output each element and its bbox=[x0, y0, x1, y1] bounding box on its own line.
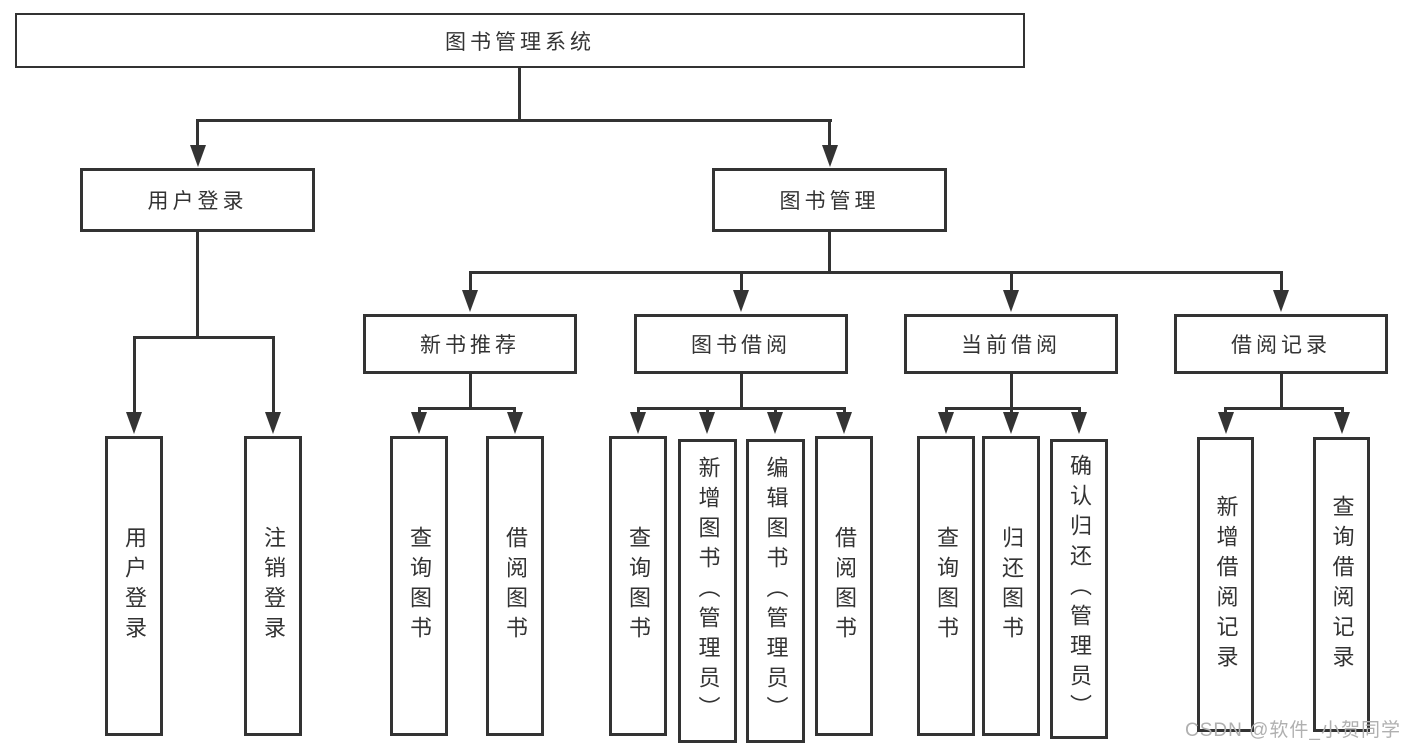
node-current-borrow: 当前借阅 bbox=[904, 314, 1118, 374]
arrowhead-g4-leaf-2 bbox=[1003, 412, 1019, 434]
node-book-management: 图书管理 bbox=[712, 168, 947, 232]
connector-l3-shaft-4 bbox=[1280, 271, 1283, 292]
arrowhead-g3-leaf-1 bbox=[630, 412, 646, 434]
connector-level1-horizontal bbox=[196, 119, 832, 122]
arrowhead-g3-leaf-4 bbox=[836, 412, 852, 434]
leaf-logout: 注销登录 bbox=[244, 436, 302, 736]
leaf-query-books-2: 查询图书 bbox=[609, 436, 667, 736]
connector-current-borrow-stem bbox=[1010, 374, 1013, 409]
connector-root-stem bbox=[518, 68, 521, 120]
connector-g4-shaft-3 bbox=[1078, 407, 1081, 415]
arrowhead-leaf-logout bbox=[265, 412, 281, 434]
arrowhead-g3-leaf-3 bbox=[767, 412, 783, 434]
connector-g2-shaft-2 bbox=[513, 407, 516, 415]
connector-user-login-shaft bbox=[196, 119, 199, 147]
arrowhead-g4-leaf-3 bbox=[1071, 412, 1087, 434]
connector-group1-shaft-1 bbox=[133, 336, 136, 414]
arrowhead-book-borrow bbox=[733, 290, 749, 312]
arrowhead-user-login bbox=[190, 145, 206, 167]
connector-g3-shaft-4 bbox=[843, 407, 846, 415]
connector-g4-shaft-1 bbox=[945, 407, 948, 415]
node-user-login: 用户登录 bbox=[80, 168, 315, 232]
connector-g5-shaft-2 bbox=[1341, 407, 1344, 415]
arrowhead-leaf-user-login bbox=[126, 412, 142, 434]
arrowhead-current-borrow bbox=[1003, 290, 1019, 312]
connector-book-borrow-stem bbox=[740, 374, 743, 409]
arrowhead-new-book-recommend bbox=[462, 290, 478, 312]
connector-l3-shaft-1 bbox=[469, 271, 472, 292]
connector-l3-shaft-2 bbox=[740, 271, 743, 292]
arrowhead-g5-leaf-2 bbox=[1334, 412, 1350, 434]
connector-g4-shaft-2 bbox=[1010, 407, 1013, 415]
leaf-borrow-books-1: 借阅图书 bbox=[486, 436, 544, 736]
leaf-query-books-3: 查询图书 bbox=[917, 436, 975, 736]
node-root: 图书管理系统 bbox=[15, 13, 1025, 68]
arrowhead-borrow-records bbox=[1273, 290, 1289, 312]
leaf-add-book-admin: 新增图书（管理员） bbox=[678, 439, 737, 743]
connector-new-book-stem bbox=[469, 374, 472, 409]
watermark: CSDN @软件_小贺同学 bbox=[1185, 720, 1401, 741]
arrowhead-book-mgmt bbox=[822, 145, 838, 167]
connector-group1-horizontal bbox=[133, 336, 275, 339]
connector-group5-horizontal bbox=[1224, 407, 1343, 410]
connector-l3-shaft-3 bbox=[1010, 271, 1013, 292]
node-book-borrow: 图书借阅 bbox=[634, 314, 848, 374]
leaf-confirm-return-admin: 确认归还（管理员） bbox=[1050, 439, 1108, 739]
leaf-add-borrow-record: 新增借阅记录 bbox=[1197, 437, 1254, 732]
connector-book-mgmt-shaft bbox=[828, 119, 831, 147]
arrowhead-g2-leaf-2 bbox=[507, 412, 523, 434]
connector-g3-shaft-3 bbox=[774, 407, 777, 415]
connector-g3-shaft-2 bbox=[706, 407, 709, 415]
connector-user-login-stem bbox=[196, 232, 199, 338]
leaf-query-books-1: 查询图书 bbox=[390, 436, 448, 736]
connector-g3-shaft-1 bbox=[637, 407, 640, 415]
leaf-return-book: 归还图书 bbox=[982, 436, 1040, 736]
arrowhead-g4-leaf-1 bbox=[938, 412, 954, 434]
connector-g2-shaft-1 bbox=[418, 407, 421, 415]
arrowhead-g5-leaf-1 bbox=[1218, 412, 1234, 434]
connector-group2-horizontal bbox=[418, 407, 516, 410]
arrowhead-g2-leaf-1 bbox=[411, 412, 427, 434]
connector-level3-horizontal bbox=[469, 271, 1283, 274]
node-new-book-recommend: 新书推荐 bbox=[363, 314, 577, 374]
node-borrow-records: 借阅记录 bbox=[1174, 314, 1388, 374]
leaf-query-borrow-record: 查询借阅记录 bbox=[1313, 437, 1370, 732]
connector-book-mgmt-stem bbox=[828, 232, 831, 273]
leaf-edit-book-admin: 编辑图书（管理员） bbox=[746, 439, 805, 743]
leaf-user-login: 用户登录 bbox=[105, 436, 163, 736]
arrowhead-g3-leaf-2 bbox=[699, 412, 715, 434]
connector-group1-shaft-2 bbox=[272, 336, 275, 414]
connector-g5-shaft-1 bbox=[1224, 407, 1227, 415]
leaf-borrow-books-2: 借阅图书 bbox=[815, 436, 873, 736]
connector-borrow-records-stem bbox=[1280, 374, 1283, 409]
connector-group3-horizontal bbox=[637, 407, 845, 410]
